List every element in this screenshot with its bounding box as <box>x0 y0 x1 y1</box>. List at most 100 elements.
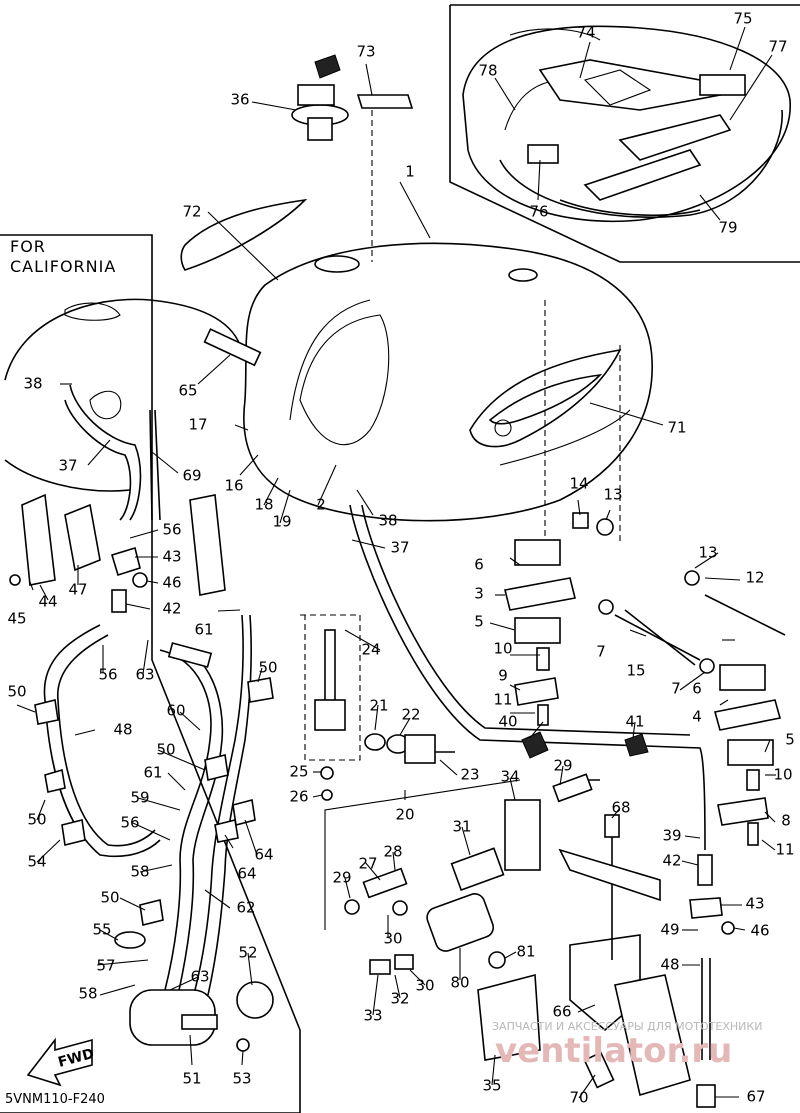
callout-39: 39 <box>662 827 681 845</box>
callout-75: 75 <box>733 10 752 28</box>
callout-5-right: 5 <box>785 731 795 749</box>
callout-59: 59 <box>130 789 149 807</box>
callout-38: 38 <box>23 375 42 393</box>
callout-13-lower: 13 <box>698 544 717 562</box>
callout-56-mid: 56 <box>98 666 117 684</box>
callout-23: 23 <box>460 766 479 784</box>
callout-24: 24 <box>361 641 380 659</box>
callout-79: 79 <box>718 219 737 237</box>
inset-title-line2: CALIFORNIA <box>10 257 116 276</box>
callout-25: 25 <box>289 763 308 781</box>
callout-52: 52 <box>238 944 257 962</box>
callout-56-low: 56 <box>120 814 139 832</box>
right-vent-parts <box>604 814 735 1108</box>
callout-9: 9 <box>498 667 508 685</box>
pump-bracket <box>558 830 691 1097</box>
california-evap-parts <box>9 384 274 1052</box>
fuel-hose-routing <box>349 504 706 851</box>
tank-mount-hardware <box>504 512 786 846</box>
callout-4: 4 <box>692 708 702 726</box>
inset-title-line1: FOR <box>10 237 46 256</box>
callout-77: 77 <box>768 38 787 56</box>
fuel-pump-area <box>344 773 600 1061</box>
callout-68: 68 <box>611 799 630 817</box>
callout-20: 20 <box>395 806 414 824</box>
callout-17: 17 <box>188 416 207 434</box>
callout-14: 14 <box>569 475 588 493</box>
callout-47: 47 <box>68 581 87 599</box>
callout-69: 69 <box>182 467 201 485</box>
tank-pad-inset <box>449 4 800 263</box>
callout-6: 6 <box>474 556 484 574</box>
callout-22: 22 <box>401 706 420 724</box>
fuel-tank <box>243 110 653 545</box>
fuel-cock-assembly <box>300 614 521 930</box>
callout-48: 48 <box>113 721 132 739</box>
callout-13: 13 <box>603 486 622 504</box>
callout-32: 32 <box>390 990 409 1008</box>
forward-arrow: FWD <box>26 1037 96 1087</box>
callout-30: 30 <box>383 930 402 948</box>
callout-18: 18 <box>254 496 273 514</box>
callout-6-right: 6 <box>692 680 702 698</box>
callout-7-right: 7 <box>671 680 681 698</box>
callout-36: 36 <box>230 91 249 109</box>
watermark-site: ventilator.ru <box>495 1031 732 1071</box>
watermark-text: ЗАПЧАСТИ И АКСЕССУАРЫ ДЛЯ МОТОТЕХНИКИ <box>492 1020 762 1033</box>
callout-7: 7 <box>596 643 606 661</box>
callout-42: 42 <box>162 600 181 618</box>
callout-5: 5 <box>474 613 484 631</box>
callout-73: 73 <box>356 43 375 61</box>
callout-57: 57 <box>96 957 115 975</box>
callout-60: 60 <box>166 702 185 720</box>
callout-46-right: 46 <box>750 922 769 940</box>
callout-51: 51 <box>182 1070 201 1088</box>
callout-12: 12 <box>745 569 764 587</box>
callout-63: 63 <box>135 666 154 684</box>
callout-58: 58 <box>130 863 149 881</box>
breather-hose <box>203 328 262 367</box>
callout-37: 37 <box>58 457 77 475</box>
callout-48-right: 48 <box>660 956 679 974</box>
callout-11-right: 11 <box>775 841 794 859</box>
callout-61: 61 <box>194 621 213 639</box>
callout-10-right: 10 <box>773 766 792 784</box>
callout-66: 66 <box>552 1003 571 1021</box>
callout-46: 46 <box>162 574 181 592</box>
callout-43: 43 <box>162 548 181 566</box>
callout-11: 11 <box>493 691 512 709</box>
callout-21: 21 <box>369 697 388 715</box>
callout-62: 62 <box>236 899 255 917</box>
callout-29: 29 <box>332 869 351 887</box>
callout-38-main: 38 <box>378 512 397 530</box>
callout-61-lower: 61 <box>143 764 162 782</box>
callout-74: 74 <box>576 24 595 42</box>
callout-16: 16 <box>224 477 243 495</box>
callout-71: 71 <box>667 419 686 437</box>
callout-41: 41 <box>625 713 644 731</box>
callout-42-right: 42 <box>662 852 681 870</box>
knee-pad <box>180 198 308 271</box>
callout-53: 53 <box>232 1070 251 1088</box>
callout-numbers: 1 2 3 4 5 5 6 6 7 7 8 9 10 10 11 11 12 1… <box>7 10 794 1107</box>
callout-50-lower-left: 50 <box>27 811 46 829</box>
callout-76: 76 <box>529 203 548 221</box>
callout-2: 2 <box>316 496 326 514</box>
callout-50-right: 50 <box>258 659 277 677</box>
callout-10: 10 <box>493 640 512 658</box>
callout-3: 3 <box>474 585 484 603</box>
callout-35: 35 <box>482 1077 501 1095</box>
caution-label <box>356 94 414 109</box>
callout-81: 81 <box>516 943 535 961</box>
callout-15: 15 <box>626 662 645 680</box>
callout-56-top: 56 <box>162 521 181 539</box>
callout-27: 27 <box>358 855 377 873</box>
callout-44: 44 <box>38 593 57 611</box>
callout-78: 78 <box>478 62 497 80</box>
callout-49: 49 <box>660 921 679 939</box>
leader-lines <box>16 26 776 1099</box>
diagram-code: 5VNM110-F240 <box>5 1092 105 1107</box>
callout-33: 33 <box>363 1007 382 1025</box>
callout-64-lower: 64 <box>237 865 256 883</box>
